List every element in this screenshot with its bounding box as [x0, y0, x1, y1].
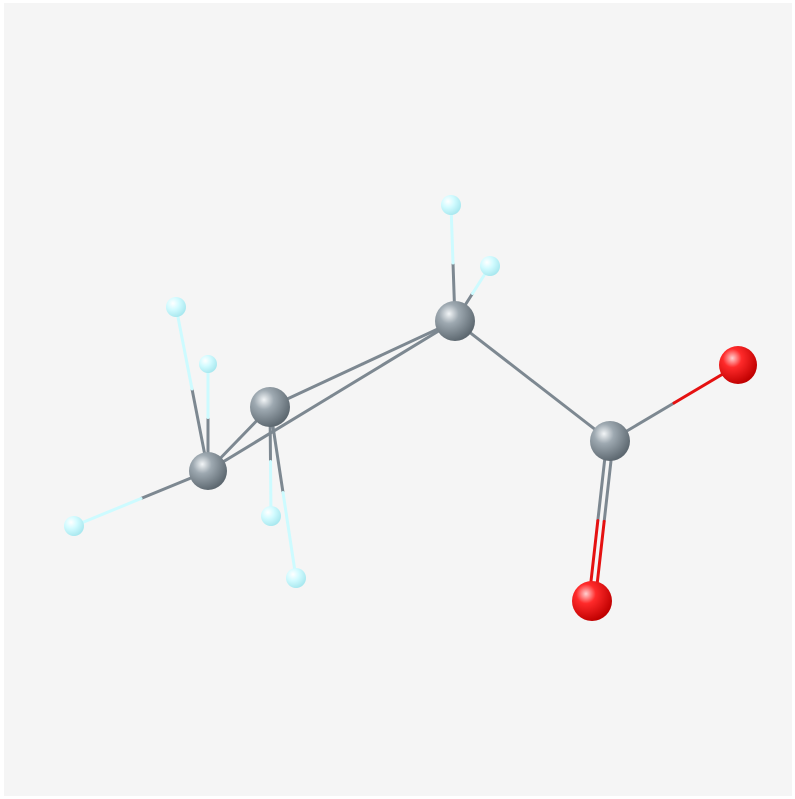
bond-layer: [72, 203, 740, 603]
carbon-atom-icon[interactable]: [250, 387, 290, 427]
bond-c1-c3: [330, 319, 457, 398]
atom-layer: [64, 195, 757, 621]
hydrogen-atom-icon[interactable]: [480, 256, 500, 276]
bond-c1-h1: [174, 305, 194, 391]
hydrogen-atom-icon[interactable]: [261, 506, 281, 526]
molecule-canvas[interactable]: [4, 3, 792, 796]
hydrogen-atom-icon[interactable]: [441, 195, 461, 215]
molecule-viewer[interactable]: [4, 3, 792, 796]
hydrogen-atom-icon[interactable]: [199, 355, 217, 373]
bond-c2-h5: [281, 491, 298, 580]
hydrogen-atom-icon[interactable]: [64, 516, 84, 536]
hydrogen-atom-icon[interactable]: [166, 297, 186, 317]
oxygen-atom-icon[interactable]: [572, 581, 612, 621]
hydrogen-atom-icon[interactable]: [286, 568, 306, 588]
carbon-atom-icon[interactable]: [590, 421, 630, 461]
bond-c1-h3: [72, 497, 143, 528]
carbon-atom-icon[interactable]: [435, 301, 475, 341]
oxygen-atom-icon[interactable]: [719, 346, 757, 384]
carbon-atom-icon[interactable]: [189, 452, 227, 490]
